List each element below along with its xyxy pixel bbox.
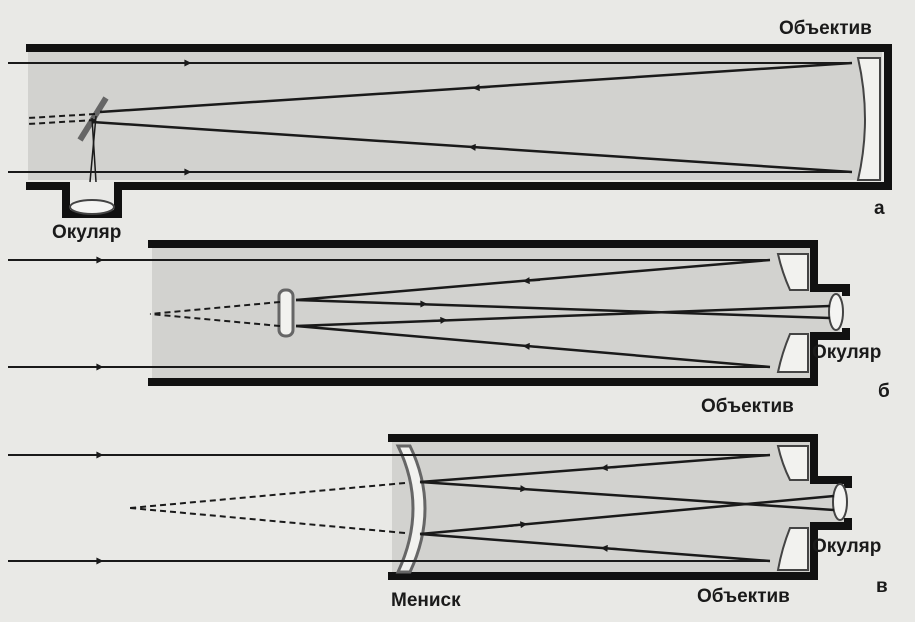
panel-letter-a: а [874, 198, 885, 219]
ray-to-eyepiece-1-b [295, 298, 831, 320]
arrow-back-top-b [522, 277, 541, 285]
objective-label-b: Объектив [701, 396, 794, 417]
eyepiece-lens-c [832, 483, 848, 521]
tube-lower-wall-c [388, 518, 852, 580]
virtual-ray-2-a [27, 119, 96, 125]
eyepiece-label-b: Окуляр [812, 342, 882, 363]
reflected-ray-top-c [419, 453, 771, 484]
primary-mirror-lower-b [776, 333, 809, 373]
arrow-back-top-c [600, 464, 619, 472]
panel-letter-b: б [878, 381, 890, 402]
tube-interior-c [392, 442, 810, 572]
eyepiece-lens-b [828, 293, 844, 331]
eyepiece-label-a: Окуляр [52, 222, 122, 243]
meniscus-lens [395, 444, 427, 574]
diverted-ray-2 [91, 117, 97, 183]
secondary-mirror-b [277, 288, 295, 338]
tube-lower-wall-b [148, 328, 850, 386]
tube-upper-wall-b [148, 240, 850, 296]
arrow-back-bottom-c [600, 544, 619, 552]
panel-letter-c: в [876, 576, 888, 597]
primary-mirror-upper-b [776, 253, 809, 291]
tube-upper-wall-c [388, 434, 852, 488]
arrow-back-top-a [472, 84, 491, 92]
diagonal-mirror [77, 96, 109, 142]
virtual-ray-1-b [149, 301, 281, 315]
arrow-forward-2-b [429, 316, 448, 324]
panel-b-cassegrain-telescope [8, 240, 850, 386]
meniscus-label: Мениск [391, 590, 461, 611]
reflected-ray-bottom-c [419, 532, 771, 563]
eyepiece-label-c: Окуляр [812, 536, 882, 557]
diverted-ray-1 [89, 115, 97, 183]
primary-mirror-lower-c [776, 527, 809, 571]
arrow-back-bottom-a [468, 143, 487, 151]
virtual-ray-2-b [149, 313, 281, 327]
eyepiece-lens-a [69, 199, 115, 215]
primary-mirror-a [856, 57, 881, 181]
virtual-ray-1-a [27, 113, 96, 119]
ray-to-eyepiece-1-c [419, 480, 835, 512]
primary-mirror-upper-c [776, 445, 809, 481]
panel-c-maksutov-telescope [8, 434, 852, 580]
arrow-back-bottom-b [522, 342, 541, 350]
objective-label-c: Объектив [697, 586, 790, 607]
tube-bottom-wall-a [26, 182, 892, 218]
virtual-ray-1-c [129, 482, 406, 509]
panel-a-newton-telescope [8, 44, 892, 218]
ray-to-eyepiece-2-b [295, 304, 831, 328]
arrow-forward-1-c [509, 485, 528, 493]
virtual-ray-2-c [129, 507, 406, 534]
tube-interior-a [28, 52, 882, 180]
objective-label-a: Объектив [779, 18, 872, 39]
ray-to-eyepiece-2-c [419, 494, 835, 536]
arrow-forward-2-c [509, 521, 528, 529]
